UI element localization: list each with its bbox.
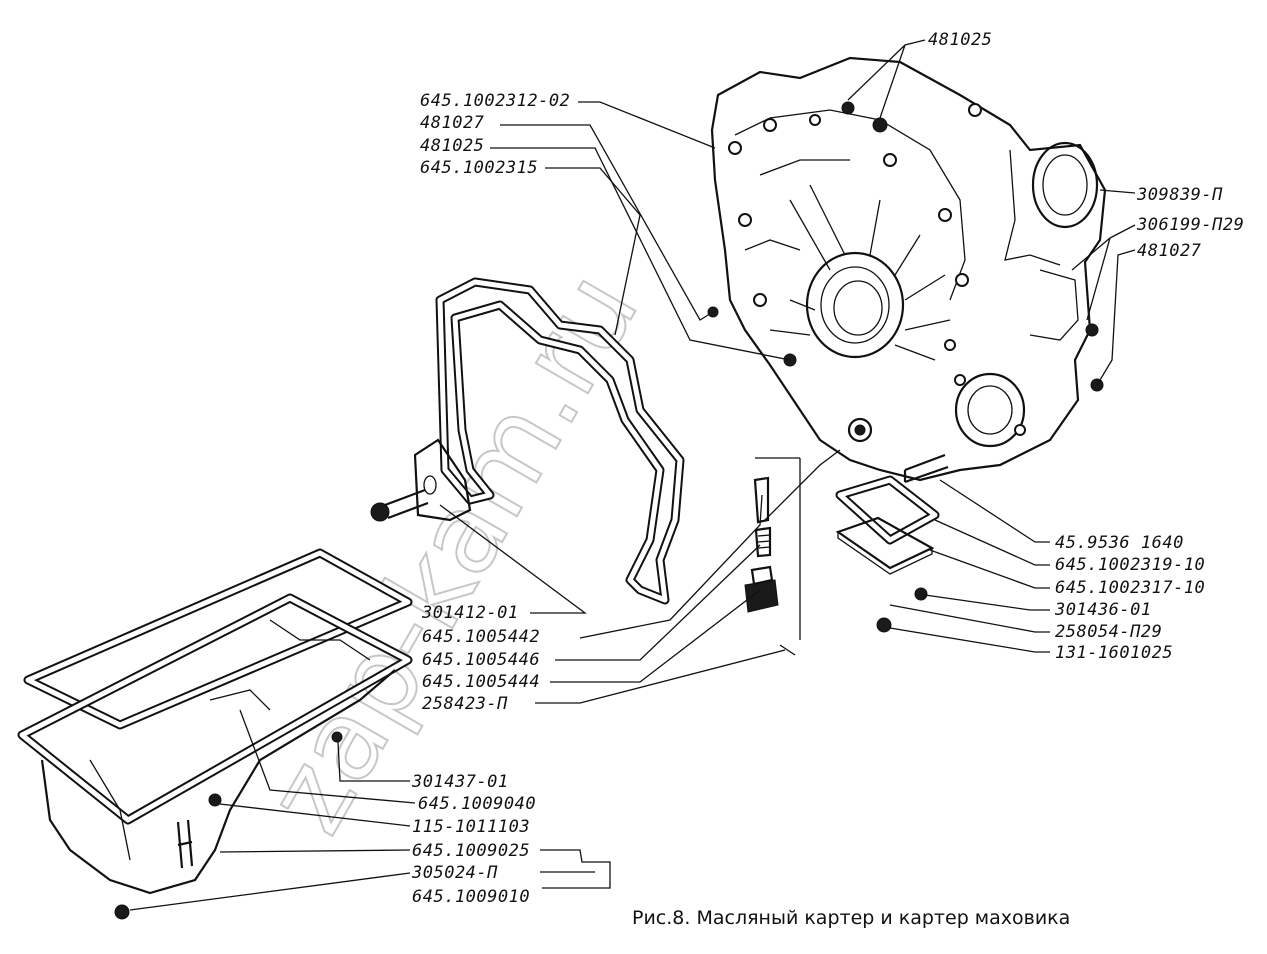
- label-306199-p29: 306199-П29: [1136, 215, 1244, 235]
- label-645-1005442: 645.1005442: [422, 627, 540, 647]
- label-645-1002317-10: 645.1002317-10: [1055, 578, 1205, 598]
- label-645-1002319-10: 645.1002319-10: [1055, 555, 1205, 575]
- label-481025-top: 481025: [928, 30, 992, 50]
- label-301437-01: 301437-01: [411, 772, 509, 792]
- label-258423-p: 258423-П: [422, 694, 508, 714]
- label-258054-p29: 258054-П29: [1055, 622, 1162, 642]
- flywheel-housing: [707, 56, 1107, 484]
- label-645-1009025: 645.1009025: [412, 841, 530, 861]
- label-301436-01: 301436-01: [1054, 600, 1152, 620]
- label-645-1005444: 645.1005444: [422, 672, 540, 692]
- label-305024-p: 305024-П: [411, 863, 498, 883]
- label-645-1009040: 645.1009040: [418, 794, 536, 814]
- bracket-and-bolt: [370, 438, 472, 522]
- label-309839-p: 309839-П: [1136, 185, 1223, 205]
- label-481027-right: 481027: [1137, 241, 1202, 261]
- label-115-1011103: 115-1011103: [412, 817, 530, 837]
- label-645-1002312-02: 645.1002312-02: [420, 91, 570, 111]
- label-45-9536-1640: 45.9536 1640: [1055, 533, 1184, 553]
- label-481027-left: 481027: [420, 113, 485, 133]
- sensor-group: [744, 476, 796, 656]
- label-645-1002315: 645.1002315: [420, 158, 538, 178]
- timing-gasket: [435, 277, 685, 605]
- leader-lines: [129, 39, 1136, 911]
- label-301412-01: 301412-01: [421, 603, 519, 623]
- oil-pan: [17, 548, 413, 920]
- label-645-1005446: 645.1005446: [422, 650, 540, 670]
- figure-caption: Рис.8. Масляный картер и картер маховика: [632, 907, 1070, 929]
- part-labels: 481025 645.1002312-02 481027 481025 645.…: [411, 30, 1244, 907]
- label-645-1009010: 645.1009010: [412, 887, 530, 907]
- label-131-1601025: 131-1601025: [1055, 643, 1173, 663]
- label-481025-left: 481025: [420, 136, 484, 156]
- inspection-cover: [835, 475, 940, 633]
